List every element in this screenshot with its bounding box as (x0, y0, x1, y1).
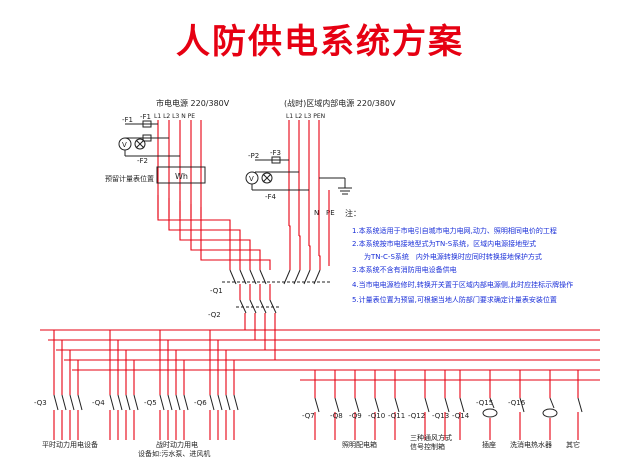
ground-symbol (319, 177, 352, 195)
main-breaker-q2 (236, 299, 280, 314)
device-q13: -Q13 (432, 412, 449, 420)
note-2-cont: 为TN-C-S系统 内外电源转换时应同时转换接地保护方式 (364, 252, 542, 261)
label-n: N (314, 209, 319, 217)
device-f2: -F2 (137, 157, 148, 165)
backup-source-label: (战时)区域内部电源 220/380V (284, 98, 396, 108)
load-label-3: 照明配电箱 (342, 440, 377, 449)
device-f3: -F3 (270, 149, 281, 157)
device-q7: -Q7 (302, 412, 315, 420)
page-title: 人防供电系统方案 (176, 22, 464, 62)
note-1: 1.本系统适用于市电引自城市电力电网,动力、照明相同电价的工程 (352, 226, 557, 235)
voltmeter-v1: V (122, 141, 127, 149)
backup-voltmeter-branch: V -P2 -F3 -F4 (245, 149, 309, 201)
device-q12: -Q12 (408, 412, 425, 420)
backup-source-phases: L1 L2 L3 PEN (286, 113, 325, 120)
load-label-7: 其它 (566, 440, 580, 449)
device-p2: -P2 (248, 152, 259, 160)
device-q11: -Q11 (388, 412, 405, 420)
note-3: 3.本系统不含有消防用电设备供电 (352, 265, 457, 274)
left-feeder-drops (53, 330, 235, 440)
device-q15: -Q15 (476, 399, 493, 407)
meter-box-label: Wh (175, 172, 188, 181)
main-source-label: 市电电源 220/380V (156, 98, 230, 108)
device-q3: -Q3 (34, 399, 47, 407)
device-q10: -Q10 (368, 412, 385, 420)
device-q8: -Q8 (330, 412, 343, 420)
device-q4: -Q4 (92, 399, 105, 407)
load-label-2: 战时动力用电 (156, 440, 198, 449)
load-label-4b: 信号控制箱 (410, 442, 445, 451)
device-q5: -Q5 (144, 399, 157, 407)
switch-output (239, 284, 276, 360)
device-q14: -Q14 (452, 412, 470, 420)
main-voltmeter-branch: V -F1 -F1 -F2 (118, 113, 180, 165)
device-q6: -Q6 (194, 399, 207, 407)
backup-source-bus (288, 120, 320, 256)
device-f4: -F4 (265, 193, 277, 201)
transfer-switch-q1 (222, 269, 330, 285)
load-label-4a: 三种通风方式 (410, 433, 452, 442)
device-q16: -Q16 (508, 399, 526, 407)
distribution-bus (40, 329, 600, 381)
load-label-5: 插座 (482, 440, 496, 449)
label-pe: PE (326, 209, 335, 217)
right-feeder-drops (314, 370, 579, 440)
main-source-phases: L1 L2 L3 N PE (154, 113, 195, 120)
device-q9: -Q9 (349, 412, 362, 420)
note-5: 5.计量表位置为预留,可根据当地人防部门要求确定计量表安装位置 (352, 295, 557, 304)
note-4: 4.当市电电源检修时,转换开关置于区域内部电源侧,此时应挂标示牌操作 (352, 280, 573, 289)
device-q2: -Q2 (208, 311, 221, 319)
notes-heading: 注： (345, 208, 361, 218)
load-label-6: 洗消电热水器 (510, 440, 552, 449)
load-label-2b: 设备如:污水泵、进风机 (138, 449, 210, 457)
note-2: 2.本系统按市电接地型式为TN-S系统，区域内电源接地型式 (352, 239, 536, 248)
voltmeter-v2: V (249, 175, 254, 183)
meter-box (156, 166, 206, 184)
main-feeders (157, 195, 321, 270)
device-f1b: -F1 (140, 113, 151, 121)
meter-reserve-label: 预留计量表位置 (105, 174, 154, 183)
device-f1a: -F1 (122, 116, 133, 124)
load-label-1: 平时动力用电设备 (42, 440, 98, 449)
right-feeder-switches (314, 397, 583, 418)
device-q1: -Q1 (210, 287, 223, 295)
left-feeder-switches (53, 394, 239, 411)
